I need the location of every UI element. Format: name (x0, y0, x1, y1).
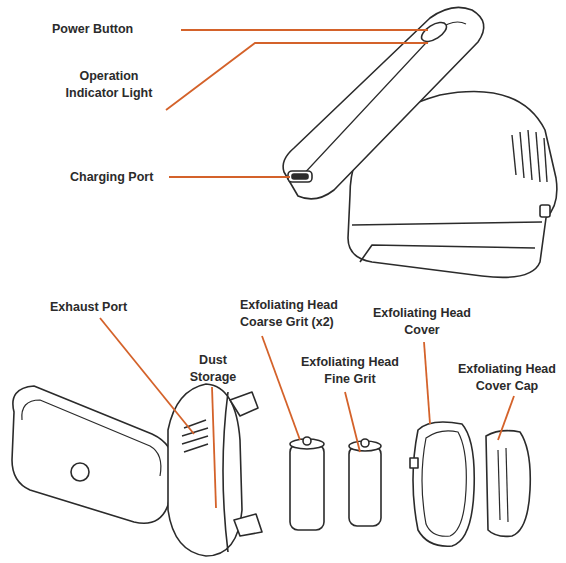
part-label: Exfoliating Head Fine Grit (290, 354, 410, 388)
part-label: Exfoliating Head Cover Cap (451, 361, 563, 395)
part-label: Power Button (52, 21, 182, 38)
part-label: Dust Storage (176, 352, 250, 386)
part-label: Charging Port (70, 169, 170, 186)
part-label: Exhaust Port (50, 299, 150, 316)
part-label: Exfoliating Head Cover (366, 305, 478, 339)
part-label: Operation Indicator Light (58, 68, 160, 102)
part-label: Exfoliating Head Coarse Grit (x2) (240, 297, 370, 331)
